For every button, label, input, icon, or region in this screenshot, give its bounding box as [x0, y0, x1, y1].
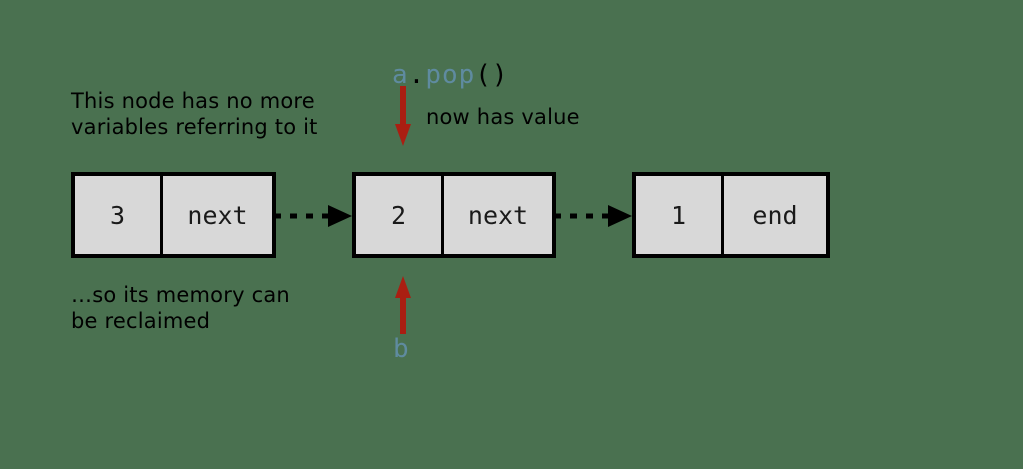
connector-node1-to-node2 [554, 200, 634, 232]
arrow-down-icon [395, 86, 411, 146]
list-node: 1 end [632, 172, 830, 258]
connector-node0-to-node1 [274, 200, 354, 232]
node-value-cell: 2 [356, 176, 444, 254]
annotation-no-more-variables: This node has no more variables referrin… [71, 89, 318, 139]
pointer-arrow-a-down [392, 86, 414, 148]
node-link-cell: next [163, 176, 272, 254]
annotation-memory-reclaimed: …so its memory can be reclaimed [71, 283, 290, 333]
label-b-identifier: b [393, 334, 410, 364]
pointer-arrow-b-up [392, 276, 414, 334]
label-a-pop-call: a.pop() [392, 60, 509, 90]
label-a-identifier: a [392, 60, 409, 90]
node-link-cell: end [724, 176, 826, 254]
node-value-cell: 1 [636, 176, 724, 254]
node-value-cell: 3 [75, 176, 163, 254]
list-node: 2 next [352, 172, 556, 258]
arrow-up-icon [395, 276, 411, 334]
label-pop-method: pop [425, 60, 476, 90]
label-b-identifier-wrap: b [393, 334, 410, 364]
dotted-arrow-icon [274, 205, 352, 227]
node-link-cell: next [444, 176, 552, 254]
dotted-arrow-icon [554, 205, 632, 227]
label-dot: . [408, 60, 426, 90]
list-node: 3 next [71, 172, 276, 258]
label-parens: () [475, 60, 509, 90]
annotation-now-has-value: now has value [426, 105, 580, 129]
